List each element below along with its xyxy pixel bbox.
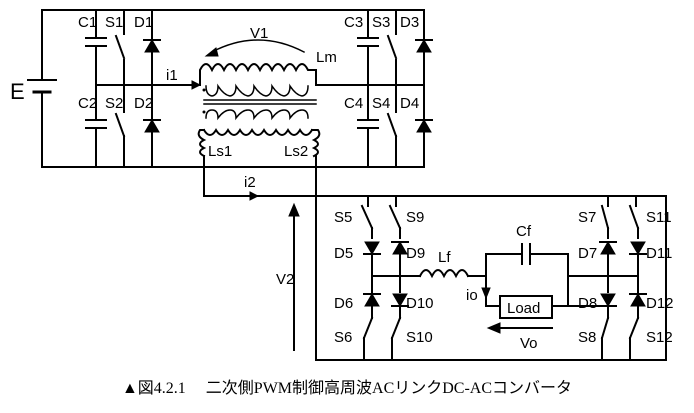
label-D1: D1 — [134, 14, 153, 31]
label-E: E — [10, 79, 25, 104]
label-Load: Load — [507, 300, 540, 317]
label-D4: D4 — [400, 95, 419, 112]
label-D8: D8 — [578, 295, 597, 312]
diode-d10 — [392, 293, 408, 307]
switch-s6 — [362, 316, 374, 340]
current-arrow-io — [481, 287, 491, 300]
label-io: io — [466, 287, 478, 304]
label-S9: S9 — [406, 209, 424, 226]
label-i2: i2 — [244, 174, 256, 191]
label-Ls2: Ls2 — [284, 143, 308, 160]
switch-s12 — [628, 316, 640, 340]
voltage-arrow-v2-head — [288, 202, 300, 217]
label-S6: S6 — [334, 329, 352, 346]
label-D2: D2 — [134, 95, 153, 112]
label-D5: D5 — [334, 245, 353, 262]
switch-s5 — [360, 204, 374, 230]
label-C2: C2 — [78, 95, 97, 112]
polarity-dot — [202, 110, 206, 114]
label-Lm: Lm — [316, 49, 337, 66]
diode-d7 — [600, 241, 616, 255]
label-Vo: Vo — [520, 335, 538, 352]
switch-s11 — [628, 204, 640, 230]
label-C4: C4 — [344, 95, 363, 112]
current-arrow-i2 — [249, 191, 260, 201]
diode-d9 — [392, 241, 408, 255]
diode-d12 — [630, 293, 646, 307]
label-D12: D12 — [646, 295, 674, 312]
diode-d4 — [416, 119, 432, 133]
voltage-arrow-v1 — [210, 39, 306, 54]
label-i1: i1 — [166, 67, 178, 84]
diode-d5 — [364, 241, 380, 255]
figure-caption: ▲図4.2.1 二次側PWM制御高周波ACリンクDC-ACコンバータ — [121, 380, 573, 397]
label-S10: S10 — [406, 329, 433, 346]
label-S12: S12 — [646, 329, 673, 346]
label-S4: S4 — [372, 95, 390, 112]
diode-d1 — [144, 39, 160, 53]
diode-d11 — [630, 241, 646, 255]
switch-s1 — [114, 34, 126, 60]
label-S7: S7 — [578, 209, 596, 226]
switch-s4 — [386, 112, 398, 138]
label-S3: S3 — [372, 14, 390, 31]
diode-d3 — [416, 39, 432, 53]
switch-s3 — [386, 34, 398, 60]
switch-s2 — [114, 112, 126, 138]
inductor-lf — [418, 269, 470, 279]
label-D10: D10 — [406, 295, 434, 312]
label-S1: S1 — [105, 14, 123, 31]
label-Cf: Cf — [516, 223, 532, 240]
label-Lf: Lf — [438, 249, 451, 266]
label-Ls1: Ls1 — [208, 143, 232, 160]
voltage-arrow-v1-head — [204, 47, 219, 57]
label-D6: D6 — [334, 295, 353, 312]
transformer — [197, 63, 321, 158]
label-D11: D11 — [646, 245, 672, 262]
label-V1: V1 — [250, 25, 268, 42]
switch-s8 — [600, 316, 610, 340]
diode-d8 — [600, 293, 616, 307]
label-D7: D7 — [578, 245, 597, 262]
label-C3: C3 — [344, 14, 363, 31]
current-arrow-i1 — [191, 80, 202, 90]
label-D9: D9 — [406, 245, 425, 262]
diode-d6 — [364, 293, 380, 307]
switch-s10 — [390, 316, 402, 340]
label-S8: S8 — [578, 329, 596, 346]
switch-s9 — [388, 204, 402, 230]
label-S11: S11 — [646, 209, 672, 226]
polarity-dot — [202, 88, 206, 92]
diode-d2 — [144, 119, 160, 133]
label-V2: V2 — [276, 271, 294, 288]
switch-s7 — [600, 204, 610, 230]
label-C1: C1 — [78, 14, 97, 31]
label-S2: S2 — [105, 95, 123, 112]
label-S5: S5 — [334, 209, 352, 226]
voltage-arrow-vo-head — [486, 322, 501, 334]
label-D3: D3 — [400, 14, 419, 31]
